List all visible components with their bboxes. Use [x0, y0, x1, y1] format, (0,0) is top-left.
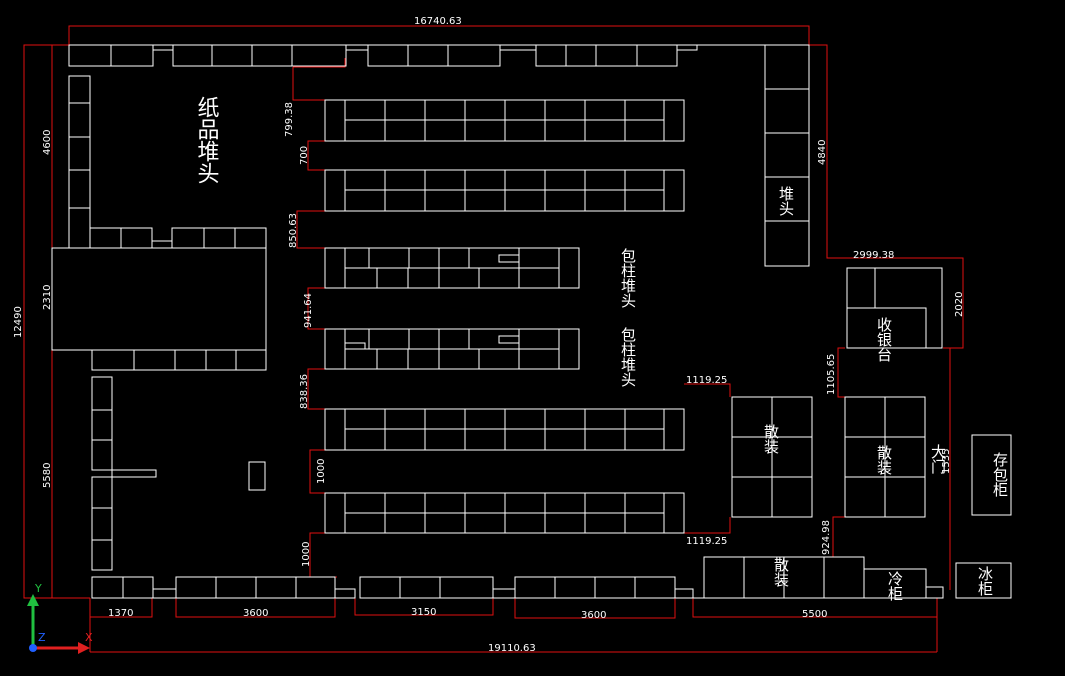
dim-door: 1535: [941, 449, 952, 474]
label-freezer: 冰柜: [976, 566, 994, 596]
dim-seg-3600b: 3600: [581, 610, 606, 621]
dim-gap1: 799.38: [284, 102, 295, 137]
dim-left-upper: 4600: [42, 130, 53, 155]
dim-aisle-bottom: 1119.25: [686, 536, 727, 547]
dim-seg-5500: 5500: [802, 609, 827, 620]
dimension-lines: [23, 25, 964, 653]
dim-cashier-height: 2020: [954, 292, 965, 317]
axis-x-label: X: [85, 631, 93, 644]
dim-left-height: 12490: [13, 306, 24, 338]
dim-gap2: 700: [299, 146, 310, 165]
label-door: 大门: [929, 444, 947, 475]
dim-gap4: 941.64: [303, 293, 314, 328]
label-pack-head-2: 包柱堆头: [619, 327, 637, 387]
dim-seg-3150: 3150: [411, 607, 436, 618]
shelf-row-2: [324, 169, 685, 212]
dim-left-mid: 2310: [42, 285, 53, 310]
shelf-row-6: [324, 492, 685, 534]
label-bulk-2: 散装: [875, 445, 893, 475]
dim-bottom-width: 19110.63: [488, 643, 536, 654]
dim-right-gap1: 1105.65: [826, 354, 837, 395]
ucs-axis-icon: Y X Z: [27, 582, 93, 654]
label-paper-head: 纸品堆头: [194, 96, 220, 184]
label-bulk-3: 散装: [772, 557, 790, 587]
shelf-row-4: [324, 328, 580, 370]
dim-aisle-top: 1119.25: [686, 375, 727, 386]
dim-right-top: 4840: [817, 140, 828, 165]
dim-right-gap2: 924.98: [821, 520, 832, 555]
shelves: [51, 44, 1012, 599]
dim-top-width: 16740.63: [414, 16, 462, 27]
label-cold-cabinet: 冷柜: [886, 571, 904, 601]
label-cashier: 收银台: [875, 317, 893, 362]
axis-z-label: Z: [38, 631, 46, 644]
dim-left-lower: 5580: [42, 463, 53, 488]
label-pile-head: 堆头: [777, 186, 795, 216]
label-bulk-1: 散装: [762, 424, 780, 454]
axis-y-label: Y: [34, 582, 42, 595]
label-pack-head-1: 包柱堆头: [619, 248, 637, 308]
shelf-row-5: [324, 408, 685, 451]
dim-seg-1370: 1370: [108, 608, 133, 619]
dim-gap7: 1000: [301, 542, 312, 567]
dim-gap5: 838.36: [299, 374, 310, 409]
shelf-row-3: [324, 247, 580, 289]
dim-gap6: 1000: [316, 459, 327, 484]
dim-seg-3600a: 3600: [243, 608, 268, 619]
shelf-row-1: [324, 99, 685, 142]
dim-cashier-width: 2999.38: [853, 250, 894, 261]
label-locker: 存包柜: [991, 452, 1009, 497]
dim-gap3: 850.63: [288, 213, 299, 248]
